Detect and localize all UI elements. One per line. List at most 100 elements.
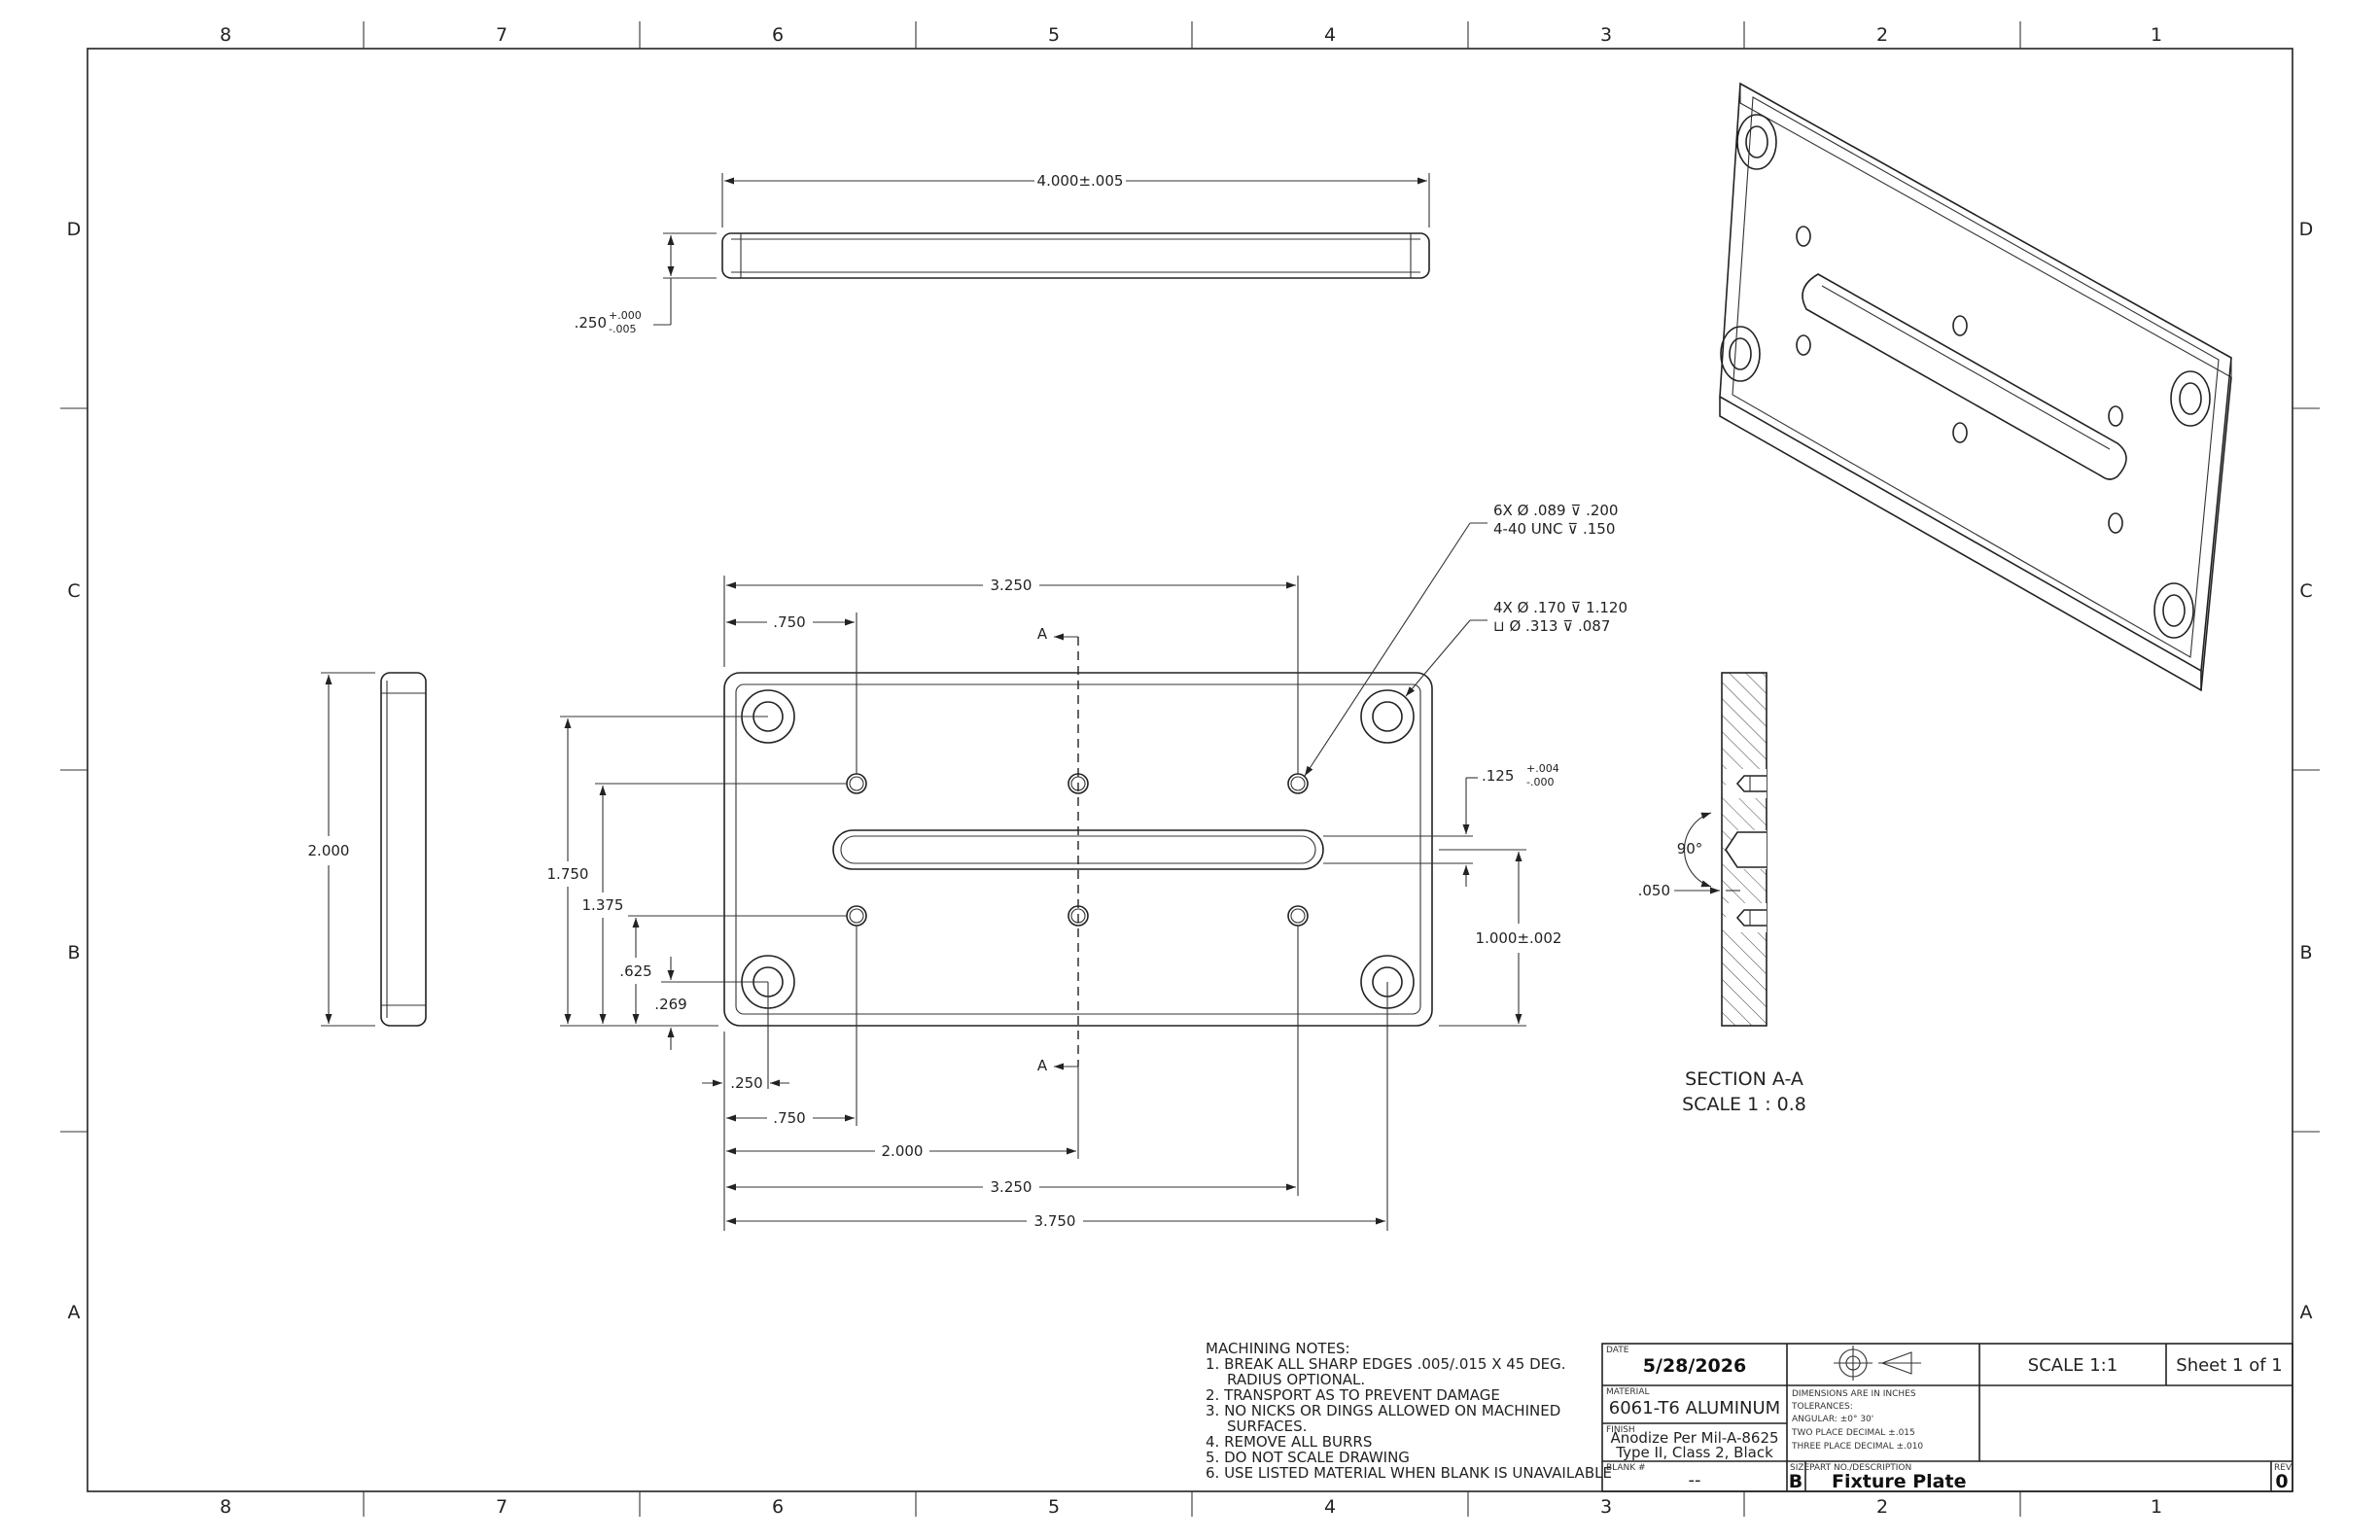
zone-row-right: B [2299,942,2312,963]
dim-250: .250 [730,1074,762,1092]
tapped-holes [846,773,1309,927]
zone-col-bottom: 5 [1048,1496,1060,1518]
tolerance-line: TWO PLACE DECIMAL ±.015 [1791,1428,1915,1438]
dim-269: .269 [654,996,686,1013]
section-title: SECTION A-A [1685,1068,1803,1090]
zone-col-bottom: 3 [1600,1496,1612,1518]
size-label: SIZE [1790,1463,1810,1473]
dim-top-thickness: .250 [575,314,607,332]
note-line: RADIUS OPTIONAL. [1227,1371,1365,1388]
dim-slot-tol-plus: +.004 [1526,762,1559,775]
dim-top-length: 4.000±.005 [1037,172,1124,190]
callout-cbore-line2: ⊔ Ø .313 ⊽ .087 [1493,617,1610,635]
dim-1750: 1.750 [547,865,589,883]
material-value: 6061-T6 ALUMINUM [1609,1398,1780,1418]
rev-label: REV. [2274,1463,2293,1473]
callout-cbore-line1: 4X Ø .170 ⊽ 1.120 [1493,599,1628,616]
zone-col-top: 6 [772,24,784,46]
dim-angle: 90° [1677,840,1703,858]
note-line: 6. USE LISTED MATERIAL WHEN BLANK IS UNA… [1206,1464,1612,1482]
zone-col-top: 5 [1048,24,1060,46]
zone-col-bottom: 7 [496,1496,508,1518]
dim-slot-position: 1.000±.002 [1476,929,1562,947]
zone-row-left: D [67,219,82,240]
tolerance-line: THREE PLACE DECIMAL ±.010 [1791,1442,1923,1452]
dim-750-top: .750 [773,613,805,631]
size-value: B [1789,1471,1802,1492]
iso-slot [1802,273,2127,480]
finish-line1: Anodize Per Mil-A-8625 [1610,1429,1778,1447]
projection-symbol-icon [1834,1346,1921,1381]
dim-1375: 1.375 [582,896,624,914]
zone-row-left: A [68,1302,81,1323]
blank-label: BLANK # [1606,1463,1646,1473]
machining-notes: MACHINING NOTES: 1. BREAK ALL SHARP EDGE… [1206,1340,1612,1482]
zone-col-bottom: 6 [772,1496,784,1518]
dim-top-thickness-tol-plus: +.000 [609,309,642,322]
blank-value: -- [1689,1470,1701,1490]
zone-col-bottom: 2 [1876,1496,1888,1518]
zone-col-top: 4 [1324,24,1336,46]
note-line: 4. REMOVE ALL BURRS [1206,1433,1372,1451]
section-view: 90° .050 SECTION A-A SCALE 1 : 0.8 [1638,672,1806,1115]
sheet-value: Sheet 1 of 1 [2176,1355,2282,1376]
dim-050: .050 [1638,882,1670,899]
zone-ticks [60,21,2320,1517]
section-marker-top: A [1037,625,1048,643]
dim-750-bottom: .750 [773,1109,805,1127]
zone-col-bottom: 8 [220,1496,231,1518]
zone-col-top: 2 [1876,24,1888,46]
callout-tapped-line2: 4-40 UNC ⊽ .150 [1493,520,1615,538]
tolerance-line: ANGULAR: ±0° 30' [1792,1415,1873,1424]
material-label: MATERIAL [1606,1387,1650,1397]
date-value: 5/28/2026 [1643,1355,1746,1377]
dim-slot-tol-minus: -.000 [1526,776,1554,788]
finish-line2: Type II, Class 2, Black [1615,1444,1773,1461]
zone-col-top: 8 [220,24,231,46]
finish-label: FINISH [1606,1425,1635,1435]
note-line: SURFACES. [1227,1418,1307,1435]
date-label: DATE [1606,1346,1629,1355]
rev-value: 0 [2275,1471,2288,1492]
isometric-view [1719,82,2232,692]
dim-side-height: 2.000 [308,842,350,859]
front-dims-bottom: .250 .750 2.000 3.250 3.750 [702,926,1388,1231]
zone-row-left: C [67,580,80,602]
dim-3250-bottom: 3.250 [991,1178,1032,1196]
note-line: 5. DO NOT SCALE DRAWING [1206,1449,1410,1466]
zone-col-bottom: 1 [2151,1496,2162,1518]
note-line: 2. TRANSPORT AS TO PREVENT DAMAGE [1206,1386,1500,1404]
iso-counterbores [1720,114,2211,639]
zone-row-right: C [2299,580,2312,602]
zone-col-top: 3 [1600,24,1612,46]
zone-col-bottom: 4 [1324,1496,1336,1518]
zone-col-top: 7 [496,24,508,46]
dim-slot-width: .125 [1482,767,1514,785]
notes-title: MACHINING NOTES: [1206,1340,1350,1357]
note-line: 1. BREAK ALL SHARP EDGES .005/.015 X 45 … [1206,1355,1566,1373]
dim-3250-top: 3.250 [991,577,1032,594]
part-value: Fixture Plate [1832,1471,1966,1492]
front-view: A A [723,625,1433,1074]
zone-row-right: A [2300,1302,2313,1323]
front-dims-top: 3.250 .750 [723,576,1299,774]
dim-top-thickness-tol-minus: -.005 [609,323,636,335]
drawing-border [87,48,2293,1492]
iso-tapped-holes [1796,226,2123,534]
tolerance-line: DIMENSIONS ARE IN INCHES [1792,1389,1916,1399]
tolerance-line: TOLERANCES: [1791,1402,1853,1412]
top-edge-view: 4.000±.005 .250 +.000 -.005 [575,172,1430,335]
front-dims-right: .125 +.004 -.000 1.000±.002 [1323,762,1562,1027]
note-line: 3. NO NICKS OR DINGS ALLOWED ON MACHINED [1206,1402,1560,1419]
dim-3750: 3.750 [1034,1212,1076,1230]
title-block: DATE 5/28/2026 MATERIAL 6061-T6 ALUMINUM… [1601,1343,2293,1492]
scale-value: SCALE 1:1 [2028,1355,2118,1376]
zone-labels: 8 7 6 5 4 3 2 1 8 7 6 5 4 3 2 1 D C B A … [67,24,2314,1518]
section-marker-bottom: A [1037,1057,1048,1074]
callout-tapped-line1: 6X Ø .089 ⊽ .200 [1493,502,1618,519]
dim-2000: 2.000 [882,1142,924,1160]
part-label: PART NO./DESCRIPTION [1809,1463,1911,1473]
section-scale: SCALE 1 : 0.8 [1682,1094,1806,1115]
